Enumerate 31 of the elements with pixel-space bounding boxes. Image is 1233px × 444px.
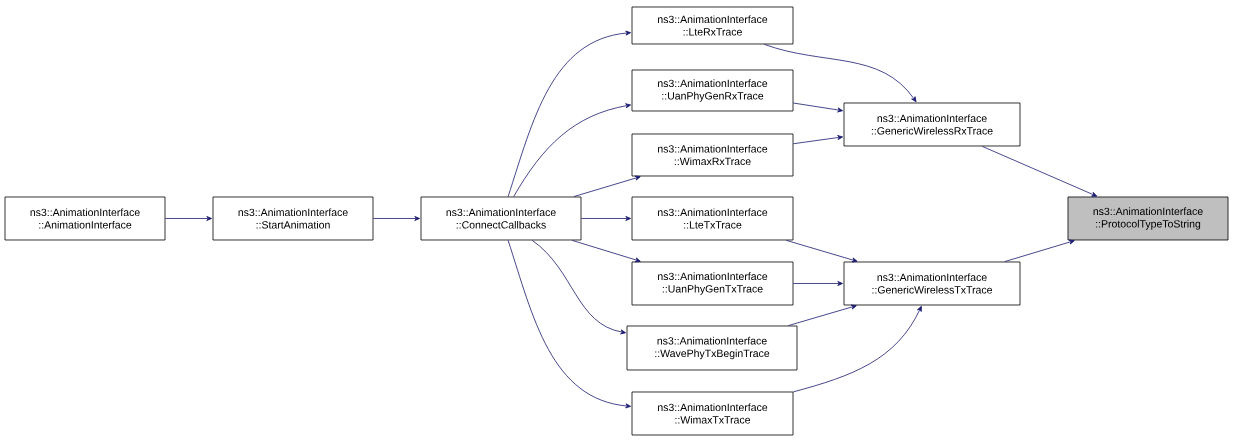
- arrow: [581, 216, 631, 221]
- function-box: ns3::AnimationInterface ::ProtocolTypeToString: [1067, 196, 1229, 241]
- function-box: ns3::AnimationInterface ::WimaxRxTrace: [631, 133, 794, 177]
- arrow: [793, 102, 843, 113]
- function-box: ns3::AnimationInterface ::StartAnimation: [212, 196, 374, 241]
- function-box: ns3::AnimationInterface ::UanPhyGenRxTrace: [631, 69, 794, 112]
- function-box: ns3::AnimationInterface ::LteTxTrace: [631, 196, 794, 241]
- arrow: [513, 103, 631, 197]
- function-box: ns3::AnimationInterface ::ConnectCallbacks: [420, 196, 582, 241]
- arrow: [507, 30, 631, 197]
- arrow: [571, 240, 641, 263]
- arrow: [793, 281, 843, 286]
- arrow: [793, 135, 843, 145]
- arrow: [531, 240, 626, 335]
- function-box: ns3::AnimationInterface ::UanPhyGenTxTrace: [631, 261, 794, 306]
- function-box: ns3::AnimationInterface ::AnimationInterface: [4, 196, 166, 241]
- function-box: ns3::AnimationInterface ::LteRxTrace: [631, 6, 794, 45]
- arrow: [793, 305, 922, 393]
- arrow: [788, 304, 857, 326]
- arrow: [786, 240, 858, 263]
- arrow: [507, 240, 631, 409]
- arrow: [764, 44, 917, 103]
- arrow: [981, 146, 1098, 197]
- function-box: ns3::AnimationInterface ::GenericWirelessRxTrace: [843, 102, 1021, 147]
- function-box: ns3::AnimationInterface ::GenericWirelessTxTrace: [843, 261, 1021, 306]
- arrow: [165, 216, 212, 221]
- arrow: [573, 175, 641, 197]
- arrow: [373, 216, 420, 221]
- arrow: [1004, 239, 1075, 262]
- function-box: ns3::AnimationInterface ::WimaxTxTrace: [631, 391, 794, 436]
- function-box: ns3::AnimationInterface ::WavePhyTxBeginTrace: [626, 325, 798, 371]
